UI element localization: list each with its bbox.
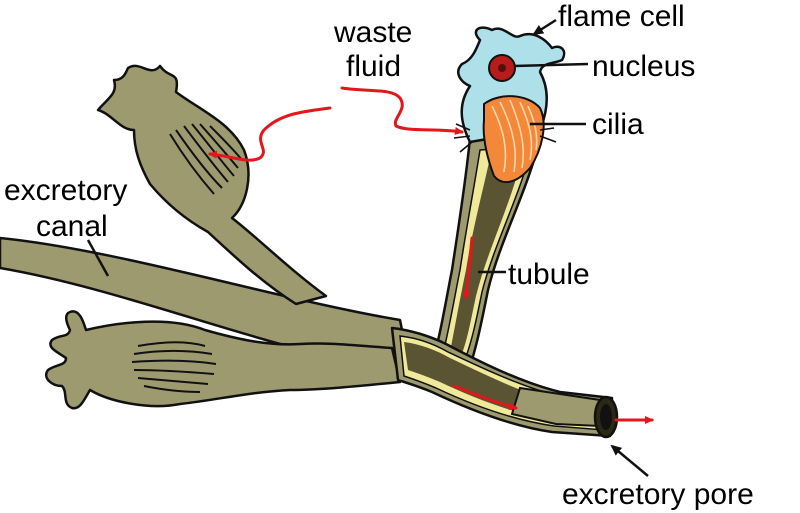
cilia-label: cilia bbox=[592, 108, 644, 141]
cilia-strands bbox=[491, 99, 538, 173]
flame-cell-hairs bbox=[453, 123, 557, 153]
upper-flame-bulb bbox=[96, 64, 328, 306]
nucleus-label: nucleus bbox=[592, 50, 695, 83]
lower-bulb-striations bbox=[131, 341, 217, 393]
excretory-canal-system bbox=[0, 64, 619, 439]
excretory-pore-label: excretory pore bbox=[562, 478, 754, 511]
excretory-canal-label-line1: excretory bbox=[4, 174, 127, 207]
lower-flame-bulb bbox=[45, 310, 402, 410]
waste-fluid-arrow-into-flame-cell bbox=[340, 86, 464, 135]
waste-fluid-arrow-into-bulb bbox=[208, 106, 332, 162]
leader-lines bbox=[86, 18, 649, 477]
flame-cell-label: flame cell bbox=[558, 0, 685, 33]
flame-cell-leader bbox=[532, 18, 557, 36]
canal-flow-arrow bbox=[452, 384, 518, 411]
tubule-flow-arrow bbox=[462, 236, 474, 300]
excretory-pore-leader bbox=[610, 444, 649, 477]
flame-cell bbox=[453, 26, 566, 184]
excretory-canal-label-line2: canal bbox=[36, 210, 108, 243]
waste-fluid-label-line1: waste bbox=[333, 16, 412, 49]
tubule-lumen bbox=[448, 156, 522, 362]
labels: flame cell nucleus cilia waste fluid exc… bbox=[4, 0, 754, 511]
flow-arrows bbox=[208, 86, 654, 424]
excretory-canal-leader bbox=[86, 239, 110, 277]
nucleus-leader bbox=[513, 62, 589, 68]
waste-fluid-label-line2: fluid bbox=[346, 50, 401, 83]
tubule-label: tubule bbox=[508, 258, 590, 291]
